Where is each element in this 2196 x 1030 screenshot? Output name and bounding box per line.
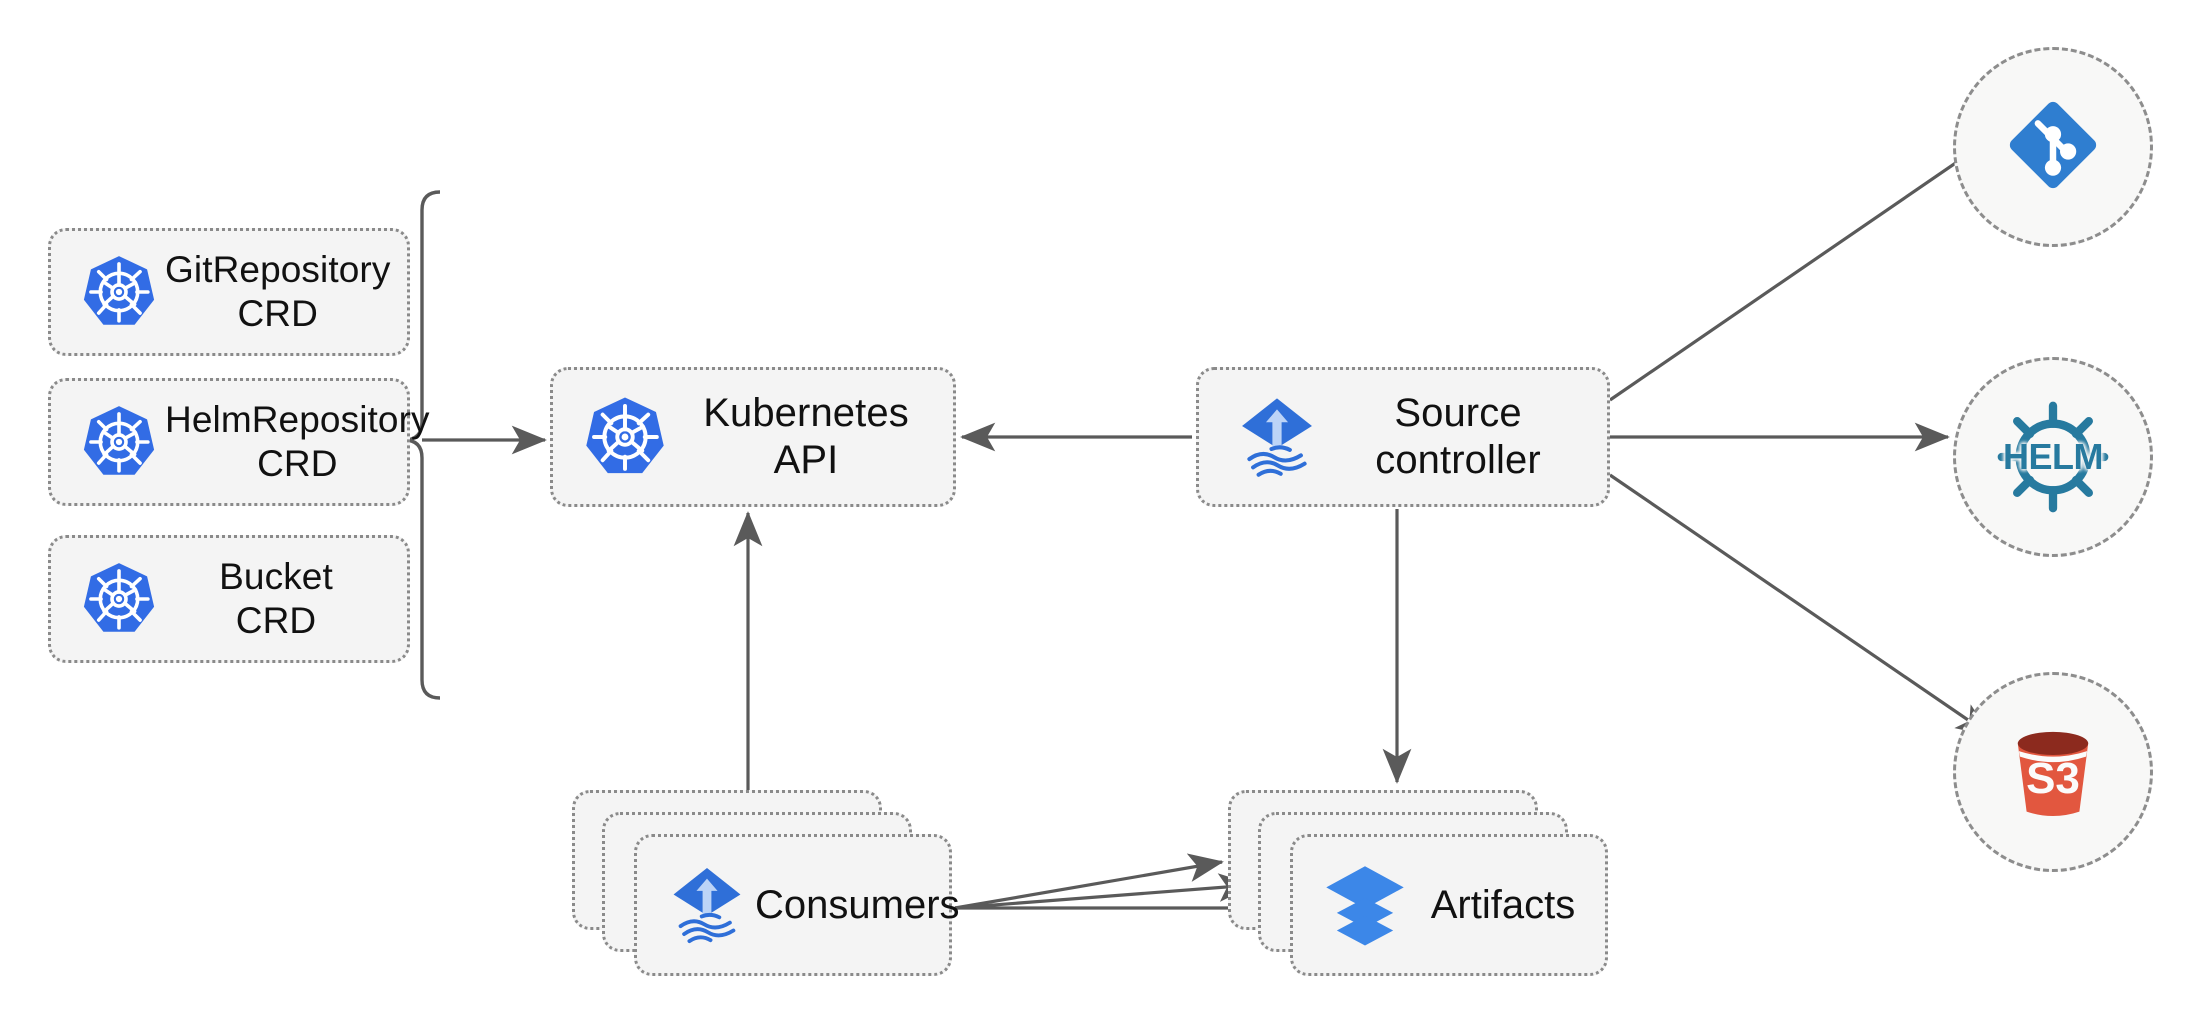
crd-bucket[interactable]: Bucket CRD: [48, 535, 410, 663]
edge-source-to-s3: [1609, 473, 1992, 737]
node-label: Consumers: [755, 882, 960, 927]
edge-consumers-to-artifacts-1: [954, 853, 1224, 910]
flux-icon: [1227, 391, 1327, 483]
node-label: Kubernetes API: [703, 390, 909, 482]
source-helm[interactable]: HELM: [1953, 357, 2153, 557]
kubernetes-icon: [73, 560, 165, 638]
artifacts-sheet-front[interactable]: Artifacts: [1290, 834, 1608, 976]
s3-wordmark: S3: [2026, 753, 2080, 803]
helm-icon: HELM: [1989, 393, 2117, 521]
crd-gitrepository[interactable]: GitRepository CRD: [48, 228, 410, 356]
node-label: Artifacts: [1430, 882, 1576, 927]
kubernetes-icon: [73, 253, 165, 331]
crd-helmrepository[interactable]: HelmRepository CRD: [48, 378, 429, 506]
node-kubernetes-api[interactable]: Kubernetes API: [550, 367, 956, 507]
flux-icon: [659, 861, 755, 949]
crd-label: GitRepository CRD: [165, 249, 391, 334]
edge-consumers-to-artifacts-2: [954, 873, 1254, 910]
crd-label: HelmRepository CRD: [165, 399, 430, 484]
git-icon: [1999, 91, 2107, 204]
layers-icon: [1317, 861, 1413, 949]
node-artifacts[interactable]: Artifacts: [1228, 790, 1608, 990]
crd-label: Bucket CRD: [219, 556, 333, 641]
edge-source-to-git: [1609, 134, 1997, 402]
node-label: Source controller: [1375, 390, 1541, 482]
source-s3[interactable]: S3: [1953, 672, 2153, 872]
node-consumers[interactable]: Consumers: [572, 790, 960, 990]
node-source-controller[interactable]: Source controller: [1196, 367, 1610, 507]
consumers-sheet-front[interactable]: Consumers: [634, 834, 960, 976]
kubernetes-icon: [577, 394, 673, 480]
source-git[interactable]: [1953, 47, 2153, 247]
helm-wordmark: HELM: [2003, 436, 2104, 477]
kubernetes-icon: [73, 403, 165, 481]
s3-icon: S3: [1998, 717, 2108, 827]
